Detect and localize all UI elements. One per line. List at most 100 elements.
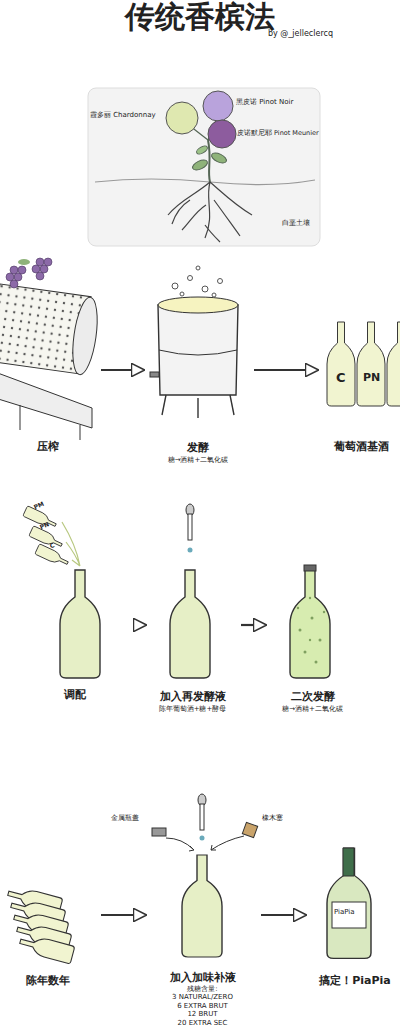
step-note: 20 EXTRA SEC [178,1019,228,1027]
step-caption: 葡萄酒基酒 [334,440,389,453]
step-caption: 二次发酵 [291,690,335,703]
process-step: 搞定！PiaPia [310,840,400,987]
grape-label: 皮诺默尼耶 Pinot Meunier [237,130,319,137]
base-wine-bottles [327,322,400,406]
pouring-bottles [23,506,70,568]
bubble [196,266,200,270]
pointer-head [189,846,194,851]
process-step: 二次发酵糖→酒精+二氧化碳 [270,505,355,713]
step-caption: 陈年数年 [26,974,70,987]
tank-body [158,305,238,395]
drop [188,548,193,553]
diagram-title: 传统香槟法 [0,0,400,33]
bubble [212,293,216,297]
press-trough [0,372,92,428]
champagne-bottle [327,848,371,958]
tank-leg [162,395,166,415]
small-bottle [29,526,64,550]
bubble [309,597,311,599]
process-step: 葡萄酒基酒 [322,262,400,453]
wine-bottle [170,570,210,678]
metal-cap [152,828,166,836]
bubble [309,639,311,641]
bubble [311,617,314,620]
bottle-brand: PiaPia [334,909,355,917]
pinot-meunier-grape [208,120,236,148]
bubble [304,651,307,654]
press-drum-end [69,296,102,376]
grape-label: 霞多丽 Chardonnay [90,112,156,120]
bottle-letter: C [336,371,346,385]
cork [242,822,257,837]
flow-arrow [241,624,264,626]
grape [10,280,18,288]
pointer-arrow [211,836,244,850]
pour-stream [62,522,80,566]
bubble [297,607,299,609]
grape [10,266,18,274]
bubble [188,276,193,281]
step-caption: 发酵 [187,441,209,454]
press-illustration [0,258,101,440]
bottle-letter: PM [33,501,45,511]
blend-bottle [60,570,100,678]
second-fermentation-illustration [290,565,330,678]
closure-label: 橡木塞 [262,815,283,823]
flow-arrow [261,914,304,916]
small-bottle [23,506,58,530]
grape [32,265,40,273]
leaf [195,144,208,155]
wine-bottle [327,322,355,406]
blend-illustration [23,506,100,678]
tank-leg [197,398,198,418]
roots [168,182,252,242]
grape-label: 黑皮诺 Pinot Noir [236,99,293,107]
soil-panel [88,88,320,246]
grape [40,265,48,273]
grape [36,258,44,266]
vine-illustration [88,88,320,246]
tank-band [159,350,237,355]
tank-tap [150,372,159,377]
pointer-arrow [166,838,194,850]
bubble [202,286,208,292]
process-step: 发酵糖→酒精+二氧化碳 [148,262,248,464]
process-step: 陈年数年 [0,845,95,987]
tank-top [158,297,238,313]
attribution: by @_jelleclercq [268,30,333,39]
step-note: 陈年葡萄酒+糖+酵母 [159,705,227,713]
step-caption: 调配 [64,688,86,701]
soil-label: 白垩土壤 [282,220,310,228]
step-caption: 压榨 [37,440,59,453]
grape [14,273,22,281]
wine-bottle [357,322,385,406]
ground-line [95,179,315,185]
flow-arrow [254,369,316,371]
step-note: 6 EXTRA BRUT [177,1002,228,1010]
bubble [299,629,302,632]
grape [18,266,26,274]
bubbles [297,597,325,664]
step-caption: 加入加味补液 [170,971,236,984]
flow-arrow [136,624,144,626]
step-note: 残糖含量: [187,985,217,993]
press-leg [80,425,81,440]
step-note: 糖→酒精+二氧化碳 [168,456,229,464]
bubble [319,639,322,642]
fermenting-bottle [290,570,330,678]
leaf [18,259,30,265]
bottle-label [332,902,366,928]
bubble [180,292,184,296]
tirage-illustration [170,504,210,678]
lying-bottle [18,933,75,964]
leaf [210,151,228,165]
flow-arrow [101,914,144,916]
leaf [191,158,209,172]
bottle-letter: PN [363,372,380,384]
pinot-noir-grape [203,91,233,121]
grape-bunch [6,258,52,288]
tank-leg [230,395,234,415]
drop [200,836,205,841]
dropper-tube [200,804,204,830]
